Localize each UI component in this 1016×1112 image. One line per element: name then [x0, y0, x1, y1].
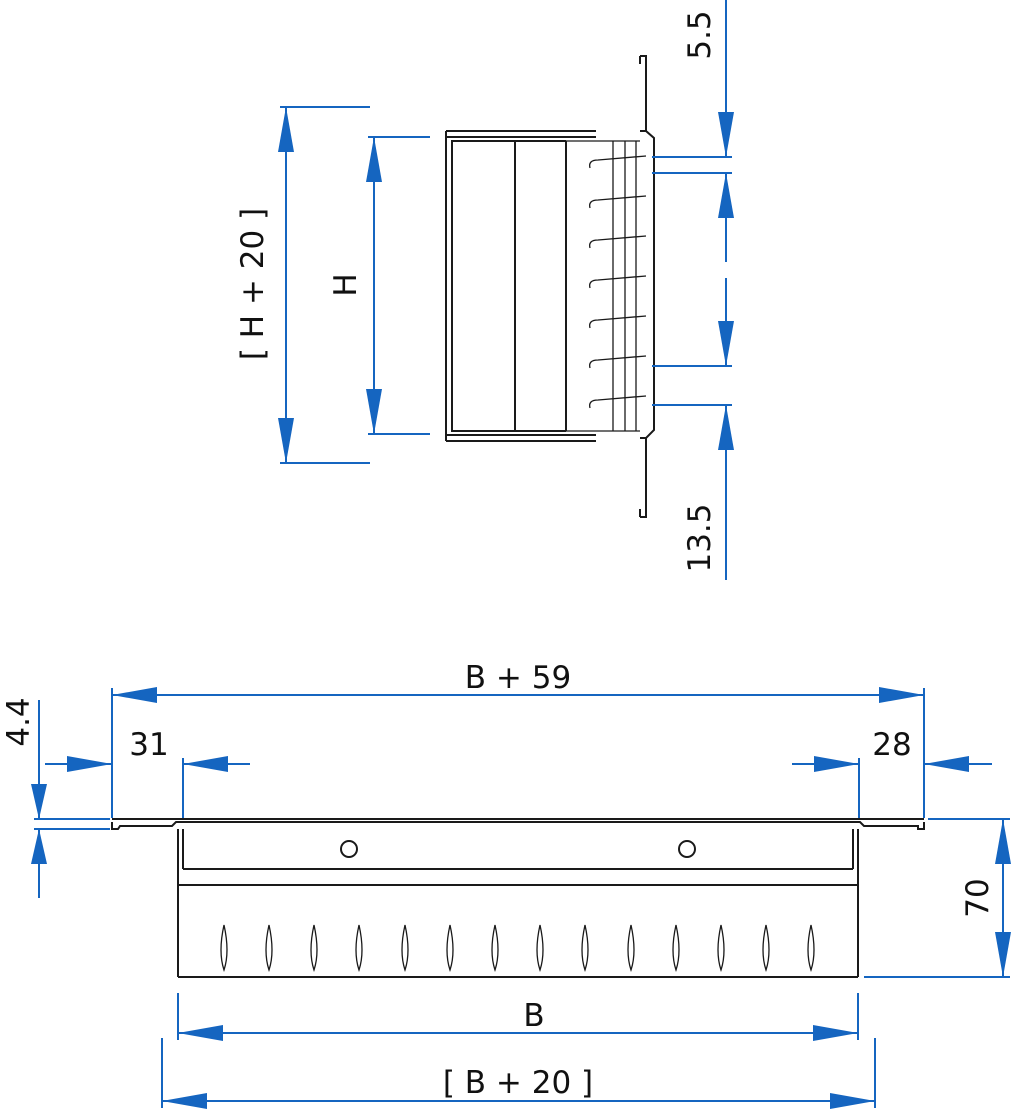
label-h: H [328, 273, 364, 296]
label-depth: 70 [960, 878, 996, 917]
label-h-plus-20: [ H + 20 ] [235, 208, 271, 360]
dim-h [366, 136, 430, 435]
dim-b [177, 993, 859, 1041]
label-b: B [523, 998, 544, 1034]
label-right-flange: 28 [872, 727, 911, 763]
front-blades [220, 924, 815, 973]
dim-top-offset [652, 0, 734, 262]
dim-depth [864, 818, 1011, 978]
side-view: [ H + 20 ] H 5.5 13.5 [235, 0, 734, 580]
dim-b-plus-59 [111, 687, 925, 818]
label-b-plus-20: [ B + 20 ] [443, 1065, 593, 1101]
front-view: B + 59 31 28 4.4 [1, 660, 1011, 1109]
label-flange-thickness: 4.4 [1, 697, 37, 746]
dim-b-plus-20 [161, 1038, 876, 1109]
label-left-flange: 31 [129, 727, 168, 763]
dim-flange-thickness [31, 700, 110, 898]
dim-h-plus-20 [278, 106, 370, 464]
label-bottom-offset: 13.5 [682, 503, 718, 572]
dim-right-flange [792, 756, 992, 818]
label-top-offset: 5.5 [682, 10, 718, 59]
dim-bottom-offset [652, 278, 734, 580]
side-profile [445, 55, 655, 518]
dim-left-flange [45, 756, 250, 818]
label-b-plus-59: B + 59 [465, 660, 571, 696]
front-profile [111, 818, 925, 978]
